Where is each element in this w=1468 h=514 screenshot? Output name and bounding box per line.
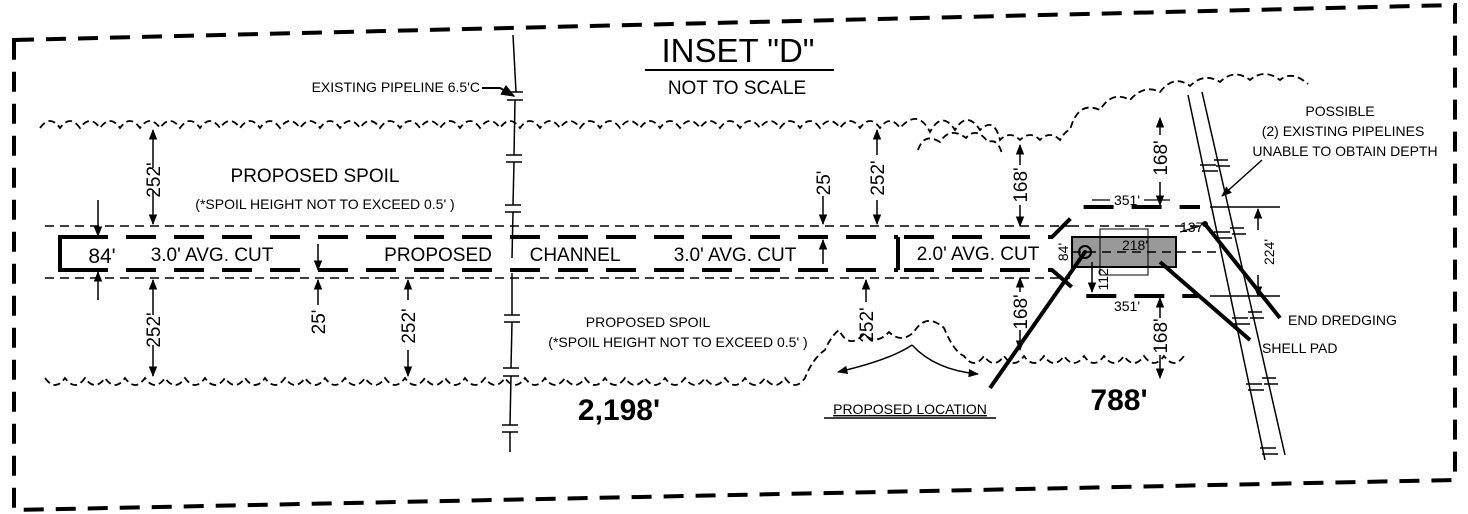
dim-137: 137' bbox=[1180, 219, 1206, 235]
dim-84-left: 84' bbox=[88, 245, 115, 268]
spoil-bottom-label: PROPOSED SPOIL bbox=[586, 314, 711, 330]
channel-end-outline-bottom bbox=[904, 268, 1200, 298]
dim-168-top-b: 168' bbox=[1151, 140, 1172, 175]
shell-pad-label: SHELL PAD bbox=[1262, 340, 1337, 356]
spoil-top-right-scallop bbox=[917, 132, 1003, 155]
channel-word-label: CHANNEL bbox=[530, 245, 621, 266]
channel-outline-left bbox=[58, 235, 78, 272]
inset-border bbox=[12, 2, 1457, 513]
well-symbol bbox=[1078, 245, 1092, 259]
length-main-label: 2,198' bbox=[578, 394, 660, 427]
cut-mid-label: 3.0' AVG. CUT bbox=[674, 245, 797, 266]
dim-252-top-right: 252' bbox=[868, 160, 889, 195]
possible-pipelines-label-1: POSSIBLE bbox=[1305, 103, 1374, 119]
dim-25-bottom: 25' bbox=[309, 310, 330, 335]
cut-left-label: 3.0' AVG. CUT bbox=[151, 245, 274, 266]
length-end-label: 788' bbox=[1090, 384, 1147, 417]
spoil-bottom-note: (*SPOIL HEIGHT NOT TO EXCEED 0.5' ) bbox=[548, 334, 807, 350]
existing-pipeline-label: EXISTING PIPELINE 6.5'C bbox=[312, 79, 480, 95]
channel-end-outline bbox=[904, 205, 1200, 239]
shell-pad-leader bbox=[1158, 260, 1252, 342]
proposed-location-label: PROPOSED LOCATION bbox=[833, 401, 987, 417]
dim-218: 218' bbox=[1122, 237, 1148, 253]
possible-pipelines-label-2: (2) EXISTING PIPELINES bbox=[1262, 123, 1425, 139]
channel-proposed-label: PROPOSED bbox=[384, 245, 492, 266]
spoil-top-label: PROPOSED SPOIL bbox=[231, 166, 400, 187]
dim-252-bottom-left: 252' bbox=[144, 312, 165, 347]
dim-84-pad: 84' bbox=[1055, 243, 1071, 261]
dim-224: 224' bbox=[1261, 239, 1277, 265]
cut-right-label: 2.0' AVG. CUT bbox=[917, 244, 1040, 265]
dimension-lines bbox=[93, 116, 1280, 380]
proposed-location-arc-left bbox=[836, 344, 913, 374]
dim-168-bottom-a: 168' bbox=[1011, 294, 1032, 329]
proposed-location-leader bbox=[988, 250, 1087, 390]
dim-25-top: 25' bbox=[814, 171, 835, 196]
end-dredging-label: END DREDGING bbox=[1288, 312, 1397, 328]
possible-pipelines-label-3: UNABLE TO OBTAIN DEPTH bbox=[1252, 143, 1437, 159]
end-dredging-leader bbox=[1203, 222, 1282, 320]
dim-351-bottom: 351' bbox=[1114, 298, 1140, 314]
dim-168-top-a: 168' bbox=[1011, 167, 1032, 202]
proposed-location-arc-right bbox=[911, 344, 980, 378]
inset-title: INSET "D" bbox=[661, 32, 814, 69]
dim-252-bottom-mid: 252' bbox=[399, 308, 420, 343]
existing-pipeline-center bbox=[502, 34, 523, 452]
possible-pipelines-leader bbox=[1221, 159, 1263, 197]
spoil-bottom-boundary bbox=[44, 320, 1185, 386]
dim-137-leader bbox=[1179, 225, 1201, 233]
dim-112: 112' bbox=[1095, 266, 1111, 291]
inset-subtitle: NOT TO SCALE bbox=[668, 78, 806, 99]
spoil-top-boundary bbox=[39, 73, 1309, 142]
dim-168-bottom-b: 168' bbox=[1151, 318, 1172, 353]
dim-252-bottom-right: 252' bbox=[857, 307, 878, 342]
dim-351-top: 351' bbox=[1114, 192, 1140, 208]
dim-252-top-left: 252' bbox=[144, 162, 165, 197]
pipeline-label-leader bbox=[482, 84, 516, 97]
spoil-top-note: (*SPOIL HEIGHT NOT TO EXCEED 0.5' ) bbox=[195, 196, 454, 212]
